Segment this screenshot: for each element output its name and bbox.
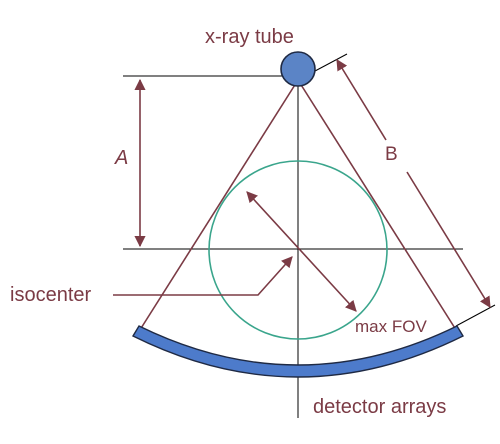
dimension-b-arrow-lower <box>406 171 491 308</box>
dimension-b-label: B <box>385 144 398 165</box>
fan-beam-right-edge <box>297 79 459 334</box>
max-fov-diameter-arrow <box>246 191 357 312</box>
isocenter-label: isocenter <box>10 284 92 306</box>
detector-arrays-label: detector arrays <box>313 396 447 418</box>
dimension-a-label: A <box>115 147 129 169</box>
fan-beam-left-edge <box>137 79 299 334</box>
isocenter-leader-arrow <box>113 256 293 296</box>
detector-b-reference-line <box>455 304 496 327</box>
x-ray-tube-label: x-ray tube <box>205 26 294 48</box>
x-ray-tube-icon <box>280 51 316 87</box>
dimension-b-arrow-upper <box>336 59 387 141</box>
detector-arrays-arc <box>132 325 464 378</box>
max-fov-circle <box>208 160 388 340</box>
max-fov-label: max FOV <box>355 317 427 336</box>
